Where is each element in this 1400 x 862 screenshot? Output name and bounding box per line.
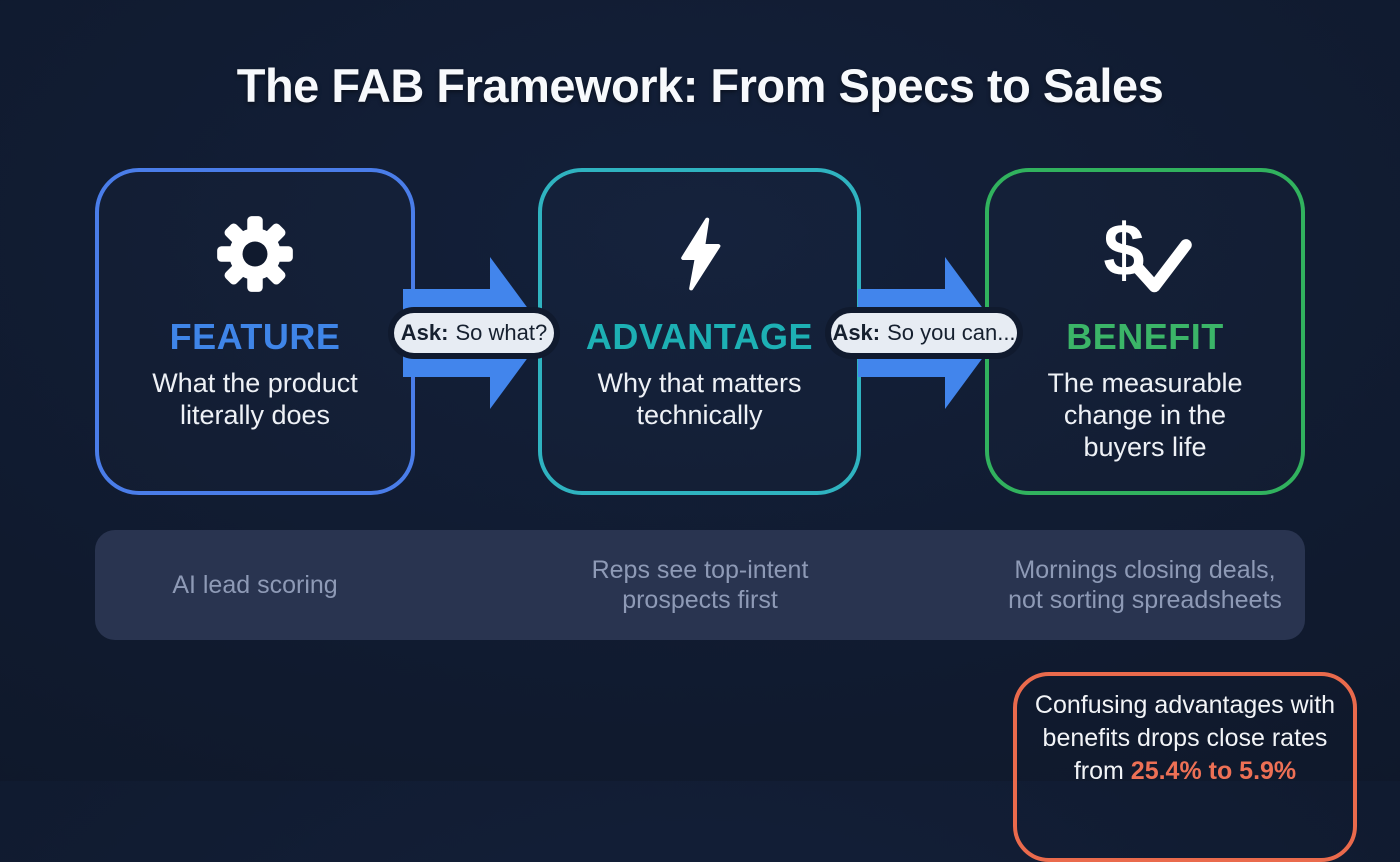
example-feature: AI lead scoring bbox=[172, 571, 338, 599]
stage-label-feature: FEATURE bbox=[169, 316, 341, 357]
ask-pill-so-what: Ask: So what? bbox=[394, 313, 554, 353]
stage-card-benefit: $ BENEFIT The measurable change in the b… bbox=[985, 168, 1305, 495]
stage-label-advantage: ADVANTAGE bbox=[585, 316, 814, 357]
fab-framework-infographic: The FAB Framework: From Specs to Sales F… bbox=[95, 59, 1357, 862]
stat-callout-highlight: 25.4% to 5.9% bbox=[1130, 757, 1297, 785]
lightning-icon bbox=[660, 206, 740, 302]
page-title: The FAB Framework: From Specs to Sales bbox=[236, 59, 1164, 112]
stage-description-advantage: Why that matters technically bbox=[597, 368, 802, 430]
ask-pill-question: So what? bbox=[455, 320, 548, 345]
ask-pill-question: So you can... bbox=[887, 320, 1016, 345]
stage-description-feature: What the product literally does bbox=[152, 368, 358, 430]
ask-pill-so-you-can: Ask: So you can... bbox=[831, 313, 1017, 353]
examples-panel bbox=[95, 530, 1305, 640]
ask-pill-prefix: Ask: bbox=[400, 320, 449, 345]
stage-card-feature: FEATURE What the product literally does bbox=[95, 168, 415, 495]
ask-pill-prefix: Ask: bbox=[832, 320, 881, 345]
stage-label-benefit: BENEFIT bbox=[1066, 316, 1224, 357]
stat-callout: Confusing advantages with benefits drops… bbox=[1013, 672, 1357, 862]
stage-description-benefit: The measurable change in the buyers life bbox=[1047, 368, 1243, 462]
example-advantage: Reps see top-intent prospects first bbox=[591, 556, 809, 614]
example-benefit: Mornings closing deals, not sorting spre… bbox=[1008, 556, 1282, 614]
gear-icon bbox=[212, 206, 298, 302]
svg-text:$: $ bbox=[1103, 209, 1144, 292]
stage-card-advantage: ADVANTAGE Why that matters technically bbox=[538, 168, 861, 495]
stat-callout-text: Confusing advantages with benefits drops… bbox=[1029, 689, 1341, 858]
dollar-check-icon: $ bbox=[1093, 206, 1197, 302]
stat-callout-sentence: Confusing advantages with benefits drops… bbox=[1034, 691, 1336, 785]
